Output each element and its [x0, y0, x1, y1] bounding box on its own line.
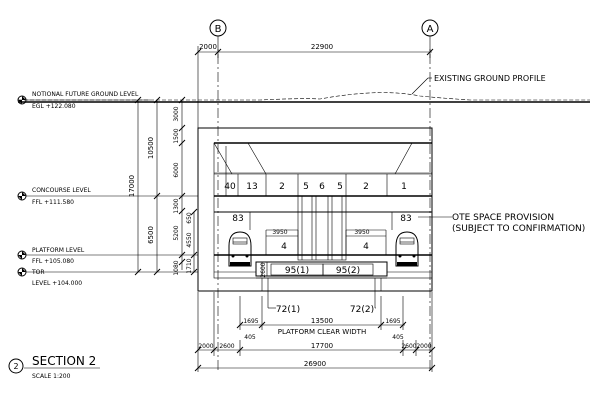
grid-line-a: A [421, 19, 439, 372]
dim-3950-left: 3950 [272, 229, 287, 236]
dim-1300: 1300 [173, 198, 180, 213]
dim-2000-bottom-right: 2000 [416, 343, 431, 350]
dim-650: 650 [186, 212, 193, 224]
room-83-right: 83 [400, 214, 411, 224]
dim-1500: 1500 [173, 128, 180, 143]
concourse-title: CONCOURSE LEVEL [32, 187, 91, 194]
top-dimensions: 2000 22900 [194, 43, 434, 130]
existing-ground-label: EXISTING GROUND PROFILE [434, 74, 546, 83]
train-right [395, 231, 419, 267]
dim-405-right: 405 [392, 334, 404, 341]
dim-6500: 6500 [147, 226, 155, 244]
tor-title: TOR [31, 269, 45, 276]
dim-6000: 6000 [173, 162, 180, 177]
room-72-1: 72(1) [276, 305, 300, 315]
room-72-2: 72(2) [350, 305, 374, 315]
room-labels: 40 13 2 5 6 5 2 1 83 83 4 4 95(1) 95(2) … [224, 182, 411, 315]
room-1: 1 [401, 182, 407, 192]
level-nfgl: NOTIONAL FUTURE GROUND LEVEL EGL +122.08… [17, 91, 150, 110]
dim-1710: 1710 [186, 258, 193, 273]
nfgl-value: EGL +122.080 [32, 103, 76, 110]
tor-value: LEVEL +104.000 [32, 280, 82, 287]
dim-2000-top: 2000 [199, 43, 217, 51]
ote-line-2: (SUBJECT TO CONFIRMATION) [452, 224, 585, 234]
platform-clear-width: PLATFORM CLEAR WIDTH [278, 328, 366, 336]
dim-26900: 26900 [304, 360, 326, 368]
section-number: 2 [13, 362, 18, 371]
dim-2000-bottom-left: 2000 [198, 343, 213, 350]
concourse-value: FFL +111.580 [32, 199, 74, 206]
nfgl-title: NOTIONAL FUTURE GROUND LEVEL [32, 91, 139, 98]
dim-4550: 4550 [186, 232, 193, 247]
section-title-block: 2 SECTION 2 SCALE 1:200 [8, 354, 100, 380]
station-box [197, 127, 433, 292]
train-left [228, 231, 252, 267]
room-40: 40 [224, 182, 236, 192]
level-tor: TOR LEVEL +104.000 [17, 267, 198, 287]
dim-13500: 13500 [311, 317, 333, 325]
room-2-right: 2 [363, 182, 369, 192]
room-4-right: 4 [363, 242, 369, 252]
room-5-left: 5 [303, 182, 309, 192]
room-83-left: 83 [232, 214, 243, 224]
section-title: SECTION 2 [32, 354, 96, 368]
platform-title: PLATFORM LEVEL [32, 247, 85, 254]
dim-17000: 17000 [128, 175, 136, 197]
dim-17700: 17700 [311, 342, 333, 350]
platform-value: FFL +105.080 [32, 258, 74, 265]
bottom-dimensions: 1695 13500 1695 PLATFORM CLEAR WIDTH 405… [194, 292, 436, 372]
section-scale: SCALE 1:200 [32, 373, 71, 380]
room-4-left: 4 [281, 242, 287, 252]
room-5-right: 5 [337, 182, 343, 192]
room-95-1: 95(1) [285, 266, 309, 276]
level-platform: PLATFORM LEVEL FFL +105.080 [17, 247, 198, 265]
grid-label-a: A [427, 24, 434, 35]
ote-note: OTE SPACE PROVISION (SUBJECT TO CONFIRMA… [418, 213, 585, 234]
dim-5200: 5200 [173, 225, 180, 240]
grid-label-b: B [215, 24, 222, 35]
dim-2600-inner: 2600 [260, 262, 267, 277]
dim-1695-left: 1695 [243, 318, 258, 325]
dim-3950-right: 3950 [354, 229, 369, 236]
ote-line-1: OTE SPACE PROVISION [452, 213, 554, 223]
level-concourse: CONCOURSE LEVEL FFL +111.580 [17, 187, 198, 206]
left-dimensions: 17000 10500 6500 3000 1500 6000 1300 520… [128, 96, 198, 276]
room-95-2: 95(2) [336, 266, 360, 276]
existing-ground-profile: EXISTING GROUND PROFILE [18, 74, 590, 103]
dim-405-left: 405 [244, 334, 256, 341]
room-6: 6 [319, 182, 325, 192]
dim-2600-bottom-right: 2600 [401, 343, 416, 350]
grid-line-b: B [209, 19, 227, 372]
dim-22900-top: 22900 [311, 43, 333, 51]
room-2-left: 2 [279, 182, 285, 192]
dim-3000: 3000 [173, 106, 180, 121]
inner-dimensions: 3950 3950 2600 [260, 229, 386, 278]
dim-2600-bottom-left: 2600 [219, 343, 234, 350]
dim-1695-right: 1695 [385, 318, 400, 325]
room-13: 13 [246, 182, 257, 192]
dim-10500: 10500 [147, 137, 155, 159]
dim-1080: 1080 [173, 260, 180, 275]
